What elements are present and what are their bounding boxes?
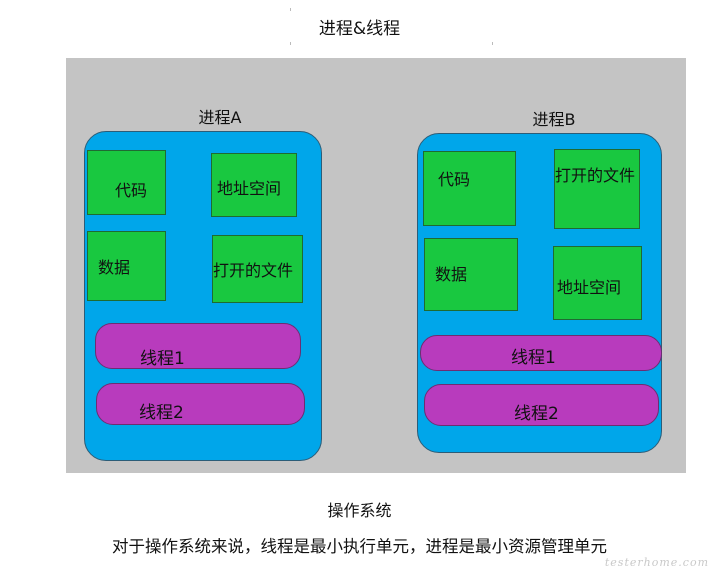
process-b-thread1-label: 线程1 — [511, 348, 556, 368]
process-b-data-label: 数据 — [435, 265, 468, 284]
process-a-open-files-cell: 打开的文件 — [212, 235, 303, 303]
title-tick-mark — [290, 42, 291, 45]
process-a-thread2-label: 线程2 — [139, 403, 184, 423]
process-b-thread2-label: 线程2 — [514, 404, 559, 424]
process-a-thread1-bar: 线程1 — [95, 323, 301, 369]
process-a-code-cell: 代码 — [87, 150, 166, 215]
footer-note: 对于操作系统来说，线程是最小执行单元，进程是最小资源管理单元 — [112, 537, 607, 556]
process-b-thread1-bar: 线程1 — [420, 335, 662, 371]
process-a-code-label: 代码 — [115, 181, 148, 200]
process-b-thread2-bar: 线程2 — [424, 384, 659, 426]
process-a-address-space-cell: 地址空间 — [211, 153, 297, 217]
process-a-address-space-label: 地址空间 — [217, 179, 282, 198]
process-b-data-cell: 数据 — [424, 238, 518, 311]
process-b-open-files-cell: 打开的文件 — [554, 149, 640, 229]
process-b-label: 进程B — [532, 110, 576, 129]
process-a-label: 进程A — [198, 108, 242, 127]
process-b-address-space-label: 地址空间 — [557, 278, 622, 297]
process-a-thread1-label: 线程1 — [140, 349, 185, 369]
diagram-title: 进程&线程 — [318, 19, 401, 39]
os-label: 操作系统 — [327, 501, 392, 520]
process-a-data-cell: 数据 — [87, 231, 166, 301]
process-b-address-space-cell: 地址空间 — [553, 246, 642, 320]
process-b-code-cell: 代码 — [423, 151, 516, 226]
process-a-thread2-bar: 线程2 — [96, 383, 305, 425]
process-b-code-label: 代码 — [438, 170, 471, 189]
process-b-open-files-label: 打开的文件 — [555, 166, 636, 185]
watermark-text: testerhome.com — [604, 556, 709, 569]
title-tick-mark — [492, 42, 493, 45]
title-tick-mark — [290, 8, 291, 11]
process-a-data-label: 数据 — [98, 258, 131, 277]
process-a-open-files-label: 打开的文件 — [213, 261, 294, 280]
